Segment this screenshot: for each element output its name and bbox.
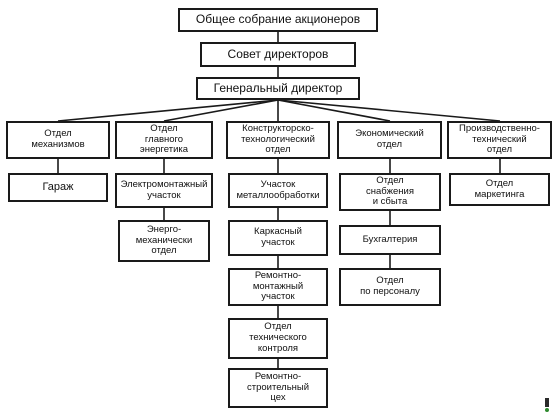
- unit-box: Энерго- механически отдел: [118, 220, 210, 262]
- shareholders-meeting-box: Общее собрание акционеров: [178, 8, 378, 32]
- node-label: Энерго- механически отдел: [135, 223, 193, 257]
- corner-mark-icon: [545, 398, 549, 412]
- unit-box: Ремонтно- монтажный участок: [228, 268, 328, 306]
- node-label: Ремонтно- монтажный участок: [252, 269, 304, 303]
- connector-line: [57, 99, 279, 122]
- department-box: Производственно- технический отдел: [447, 121, 552, 159]
- node-label: Отдел снабжения и сбыта: [366, 174, 414, 208]
- node-label: Каркасный участок: [254, 226, 302, 248]
- department-box: Отдел главного энергетика: [115, 121, 213, 159]
- unit-box: Отдел технического контроля: [228, 318, 328, 359]
- node-label: Бухгалтерия: [362, 233, 418, 245]
- unit-box: Ремонтно- строительный цех: [228, 368, 328, 408]
- node-label: Электромонтажный участок: [120, 178, 208, 201]
- unit-box: Отдел по персоналу: [339, 268, 441, 306]
- department-box: Отдел механизмов: [6, 121, 110, 159]
- node-label: Отдел маркетинга: [474, 177, 525, 200]
- general-director-box: Генеральный директор: [196, 77, 360, 100]
- unit-box: Отдел маркетинга: [449, 173, 550, 206]
- node-label: Гараж: [42, 181, 74, 194]
- unit-box: Отдел снабжения и сбыта: [339, 173, 441, 211]
- node-label: Участок металлообработки: [236, 178, 320, 201]
- unit-box: Электромонтажный участок: [115, 173, 213, 208]
- node-label: Ремонтно- строительный цех: [246, 370, 310, 404]
- node-label: Отдел механизмов: [31, 128, 85, 150]
- node-label: Производственно- технический отдел: [459, 122, 540, 156]
- department-box: Экономический отдел: [337, 121, 442, 159]
- unit-box: Гараж: [8, 173, 108, 202]
- department-box: Конструкторско- технологический отдел: [226, 121, 330, 159]
- connector-line: [163, 99, 279, 122]
- unit-box: Участок металлообработки: [228, 173, 328, 208]
- connector-line: [277, 99, 391, 122]
- unit-box: Каркасный участок: [228, 220, 328, 256]
- node-label: Отдел главного энергетика: [139, 122, 189, 156]
- node-label: Генеральный директор: [213, 80, 343, 95]
- unit-box: Бухгалтерия: [339, 225, 441, 255]
- node-label: Конструкторско- технологический отдел: [241, 122, 315, 156]
- board-of-directors-box: Совет директоров: [200, 42, 356, 67]
- node-label: Совет директоров: [227, 46, 329, 61]
- node-label: Отдел технического контроля: [249, 321, 307, 354]
- connector-line: [277, 99, 501, 122]
- node-label: Экономический отдел: [355, 128, 424, 150]
- node-label: Отдел по персоналу: [360, 275, 420, 297]
- node-label: Общее собрание акционеров: [195, 12, 361, 27]
